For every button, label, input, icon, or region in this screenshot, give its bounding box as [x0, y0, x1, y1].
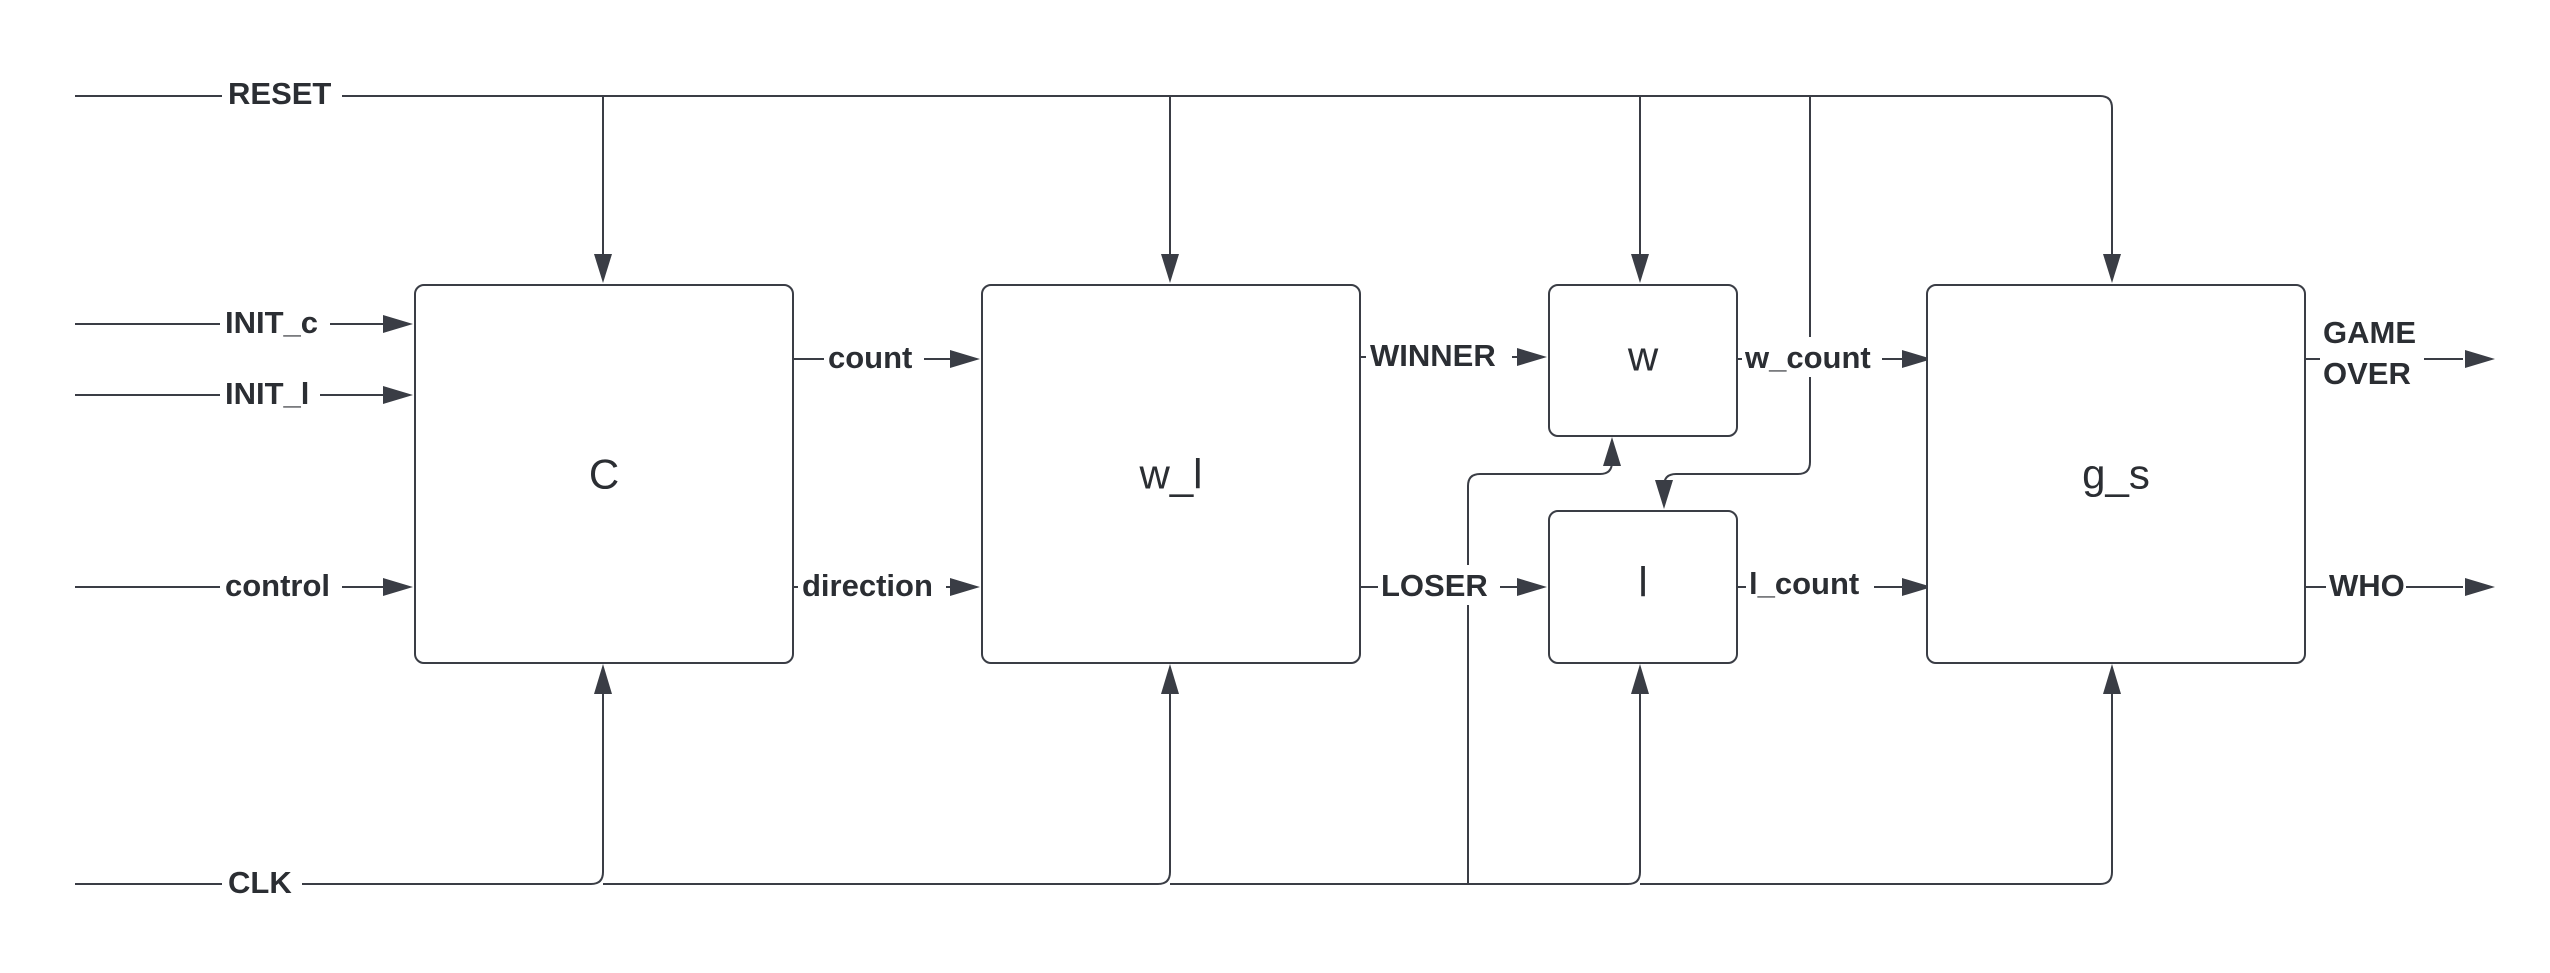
- block-c-label: C: [589, 451, 619, 498]
- clk-to-l-wire: [1170, 683, 1641, 885]
- w-count-arrow: [1902, 350, 1932, 368]
- reset-label: RESET: [228, 76, 331, 111]
- count-arrow: [950, 350, 980, 368]
- arrowheads: [383, 254, 2495, 694]
- direction-label: direction: [802, 568, 933, 603]
- l-count-arrow: [1902, 578, 1932, 596]
- clk-to-gs-wire: [1640, 683, 2113, 885]
- l-count-label: l_count: [1749, 566, 1859, 601]
- w-count-label: w_count: [1744, 340, 1871, 375]
- direction-arrow: [950, 578, 980, 596]
- block-w-label: w: [1627, 333, 1659, 380]
- winner-label: WINNER: [1370, 338, 1496, 373]
- block-g-s-box: [1926, 284, 2306, 664]
- loser-arrow: [1517, 578, 1547, 596]
- game-over-label-line1: GAME: [2323, 315, 2416, 350]
- init-l-arrow: [383, 386, 413, 404]
- block-w-l-label: w_l: [1138, 451, 1202, 498]
- control-arrow: [383, 578, 413, 596]
- blocks: C w_l w l g_s: [414, 284, 2306, 664]
- clk-gs-arrow: [2103, 664, 2121, 694]
- game-over-arrow: [2465, 350, 2495, 368]
- block-w: w: [1548, 284, 1738, 437]
- block-w-l-box: [981, 284, 1361, 664]
- reset-l-arrow: [1655, 480, 1673, 509]
- init-c-arrow: [383, 315, 413, 333]
- who-arrow: [2465, 578, 2495, 596]
- init-c-label: INIT_c: [225, 305, 318, 340]
- block-c: C: [414, 284, 794, 664]
- block-l-label: l: [1638, 559, 1647, 606]
- reset-gs-arrow: [2103, 254, 2121, 283]
- block-c-box: [414, 284, 794, 664]
- clk-wire: [75, 683, 604, 885]
- game-over-label-line2: OVER: [2323, 356, 2411, 391]
- init-l-label: INIT_l: [225, 376, 309, 411]
- loser-label: LOSER: [1381, 568, 1488, 603]
- who-label: WHO: [2329, 568, 2405, 603]
- clk-c-arrow: [594, 664, 612, 694]
- clk-to-wl-wire: [603, 683, 1171, 885]
- reset-w-arrow: [1631, 254, 1649, 283]
- block-w-l: w_l: [981, 284, 1361, 664]
- block-l: l: [1548, 510, 1738, 664]
- block-g-s: g_s: [1926, 284, 2306, 664]
- clk-wl-arrow: [1161, 664, 1179, 694]
- signal-labels: RESET CLK INIT_c INIT_l control count di…: [220, 73, 2424, 902]
- control-label: control: [225, 568, 330, 603]
- clk-to-w-wire: [1467, 456, 1613, 884]
- clk-label: CLK: [228, 865, 292, 900]
- clk-w-arrow: [1603, 437, 1621, 466]
- clk-l-arrow: [1631, 664, 1649, 694]
- reset-c-arrow: [594, 254, 612, 283]
- winner-arrow: [1517, 348, 1547, 366]
- block-g-s-label: g_s: [2082, 451, 2150, 498]
- block-w-box: [1548, 284, 1738, 437]
- block-l-box: [1548, 510, 1738, 664]
- reset-wl-arrow: [1161, 254, 1179, 283]
- count-label: count: [828, 340, 912, 375]
- reset-wire: [75, 95, 2113, 270]
